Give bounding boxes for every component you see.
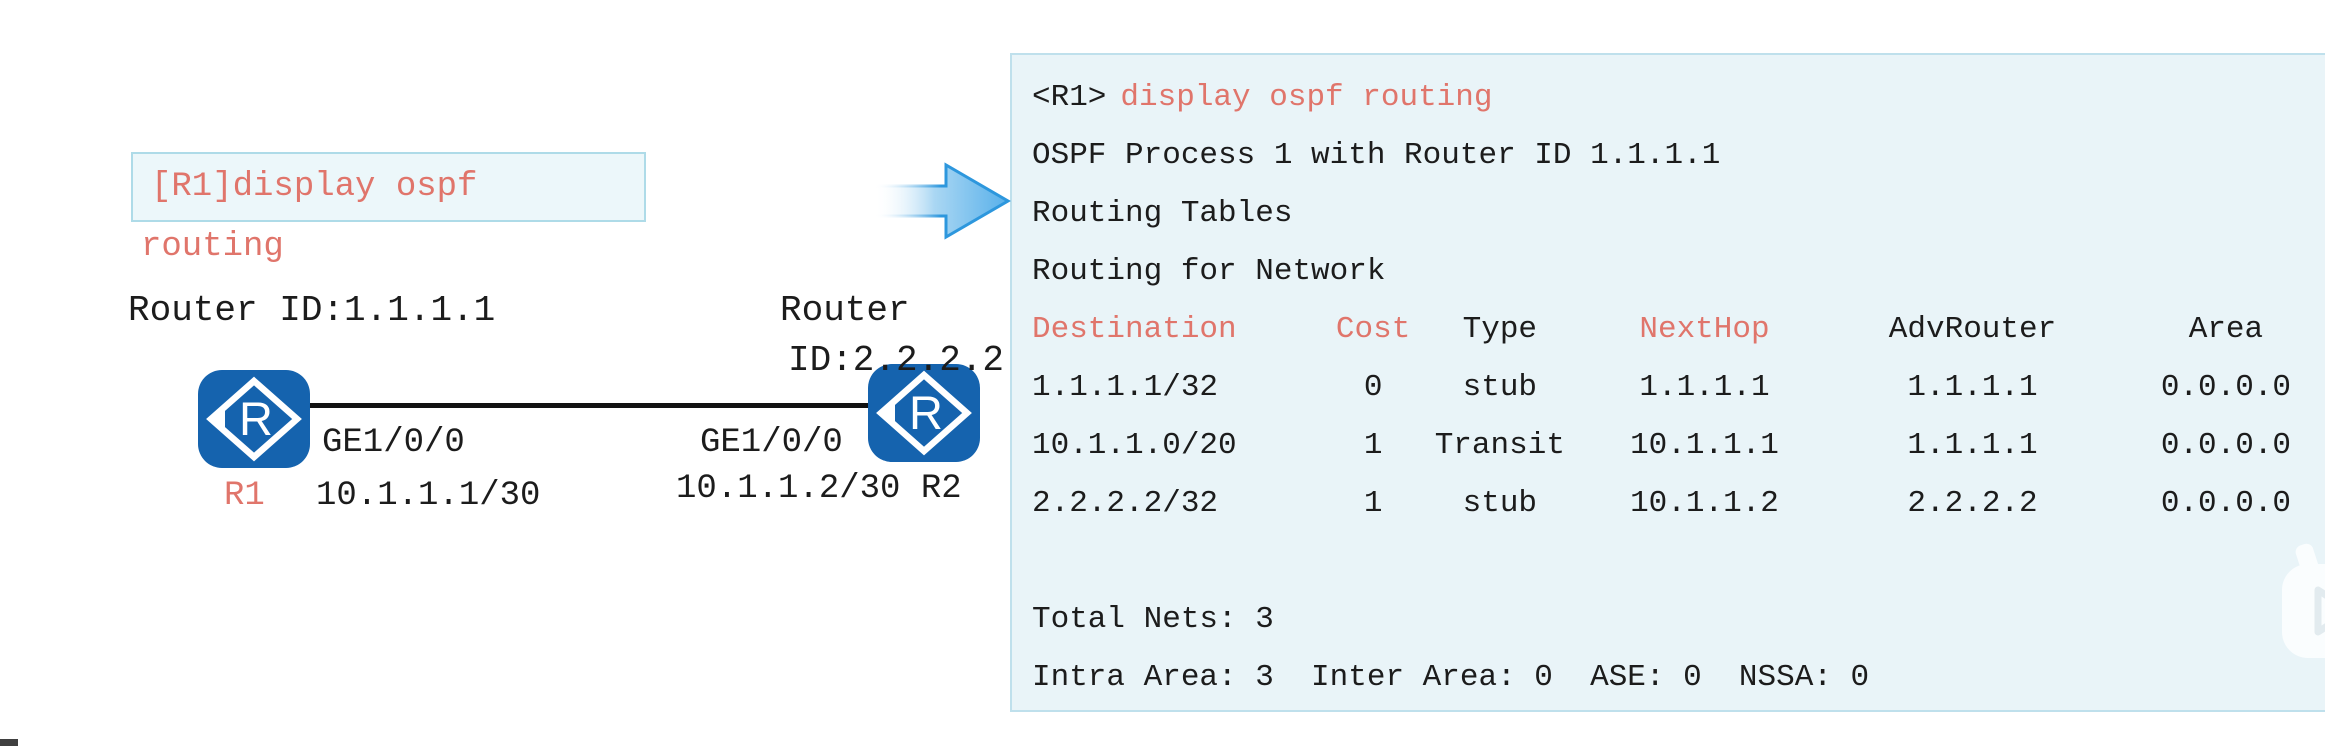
router-icon-glyph: R	[198, 370, 310, 468]
console-command: display ospf routing	[1120, 80, 1493, 115]
console-line-process: OSPF Process 1 with Router ID 1.1.1.1	[1032, 138, 1721, 173]
r1-interface-label: GE1/0/0	[322, 424, 465, 462]
route-row: 1.1.1.1/32 0 stub 1.1.1.1 1.1.1.1 0.0.0.…	[1032, 359, 2325, 417]
router-icon-glyph: R	[868, 364, 980, 462]
screen-corner-artifact	[0, 739, 18, 746]
router-letter: R	[239, 392, 273, 445]
route-area: 0.0.0.0	[2160, 486, 2292, 521]
console-output-panel: <R1> display ospf routing OSPF Process 1 …	[1010, 53, 2325, 712]
r1-router-id-label: Router ID:1.1.1.1	[128, 290, 496, 331]
router-r1-icon: R	[198, 370, 310, 468]
column-header-type: Type	[1462, 312, 1538, 347]
route-destination: 2.2.2.2/32	[1032, 486, 1219, 521]
column-header-area: Area	[2188, 312, 2264, 347]
route-area: 0.0.0.0	[2160, 370, 2292, 405]
r2-router-id-label-line2: ID:2.2.2.2	[788, 340, 1005, 381]
column-header-cost: Cost	[1335, 312, 1411, 347]
console-line-tables: Routing Tables	[1032, 196, 1293, 231]
route-type: stub	[1462, 370, 1538, 405]
route-destination: 1.1.1.1/32	[1032, 370, 1219, 405]
route-type: stub	[1462, 486, 1538, 521]
route-nexthop: 10.1.1.2	[1630, 486, 1779, 521]
column-header-destination: Destination	[1032, 312, 1237, 347]
r1-ip-label: 10.1.1.1/30	[316, 477, 541, 515]
route-advrouter: 1.1.1.1	[1907, 428, 2038, 463]
console-line-network: Routing for Network	[1032, 254, 1386, 289]
command-callout-box: [R1]display ospf	[131, 152, 646, 222]
route-nexthop: 10.1.1.1	[1630, 428, 1779, 463]
column-header-advrouter: AdvRouter	[1888, 312, 2057, 347]
route-cost: 1	[1363, 486, 1383, 521]
console-prompt: <R1>	[1032, 80, 1107, 115]
route-nexthop: 1.1.1.1	[1639, 370, 1770, 405]
arrow-glyph	[872, 162, 1011, 240]
route-table-header: Destination Cost Type NextHop AdvRouter …	[1032, 301, 2325, 359]
route-row: 2.2.2.2/32 1 stub 10.1.1.2 2.2.2.2 0.0.0…	[1032, 475, 2325, 533]
route-type: Transit	[1434, 428, 1565, 463]
route-cost: 0	[1363, 370, 1383, 405]
router-r2-icon: R	[868, 364, 980, 462]
route-cost: 1	[1363, 428, 1383, 463]
route-destination: 10.1.1.0/20	[1032, 428, 1237, 463]
console-area-summary: Intra Area: 3 Inter Area: 0 ASE: 0 NSSA:…	[1032, 660, 1870, 695]
play-glyph	[2282, 543, 2325, 658]
r1-name-label: R1	[224, 477, 265, 515]
column-header-nexthop: NextHop	[1639, 312, 1770, 347]
console-command-line: <R1> display ospf routing	[1032, 69, 2325, 127]
flow-arrow-icon	[872, 159, 1012, 243]
command-callout-overflow: routing	[141, 228, 284, 266]
r2-interface-label: GE1/0/0	[700, 424, 843, 462]
route-advrouter: 2.2.2.2	[1907, 486, 2038, 521]
console-blank-line	[1032, 533, 2325, 591]
console-total-nets: Total Nets: 3	[1032, 602, 1274, 637]
route-advrouter: 1.1.1.1	[1907, 370, 2038, 405]
router-letter: R	[909, 386, 943, 439]
play-button-icon[interactable]	[2276, 542, 2325, 666]
r2-router-id-label-line1: Router	[780, 290, 910, 331]
r2-ip-name-label: 10.1.1.2/30 R2	[676, 470, 962, 508]
route-row: 10.1.1.0/20 1 Transit 10.1.1.1 1.1.1.1 0…	[1032, 417, 2325, 475]
route-area: 0.0.0.0	[2160, 428, 2292, 463]
network-link-line	[300, 403, 876, 408]
